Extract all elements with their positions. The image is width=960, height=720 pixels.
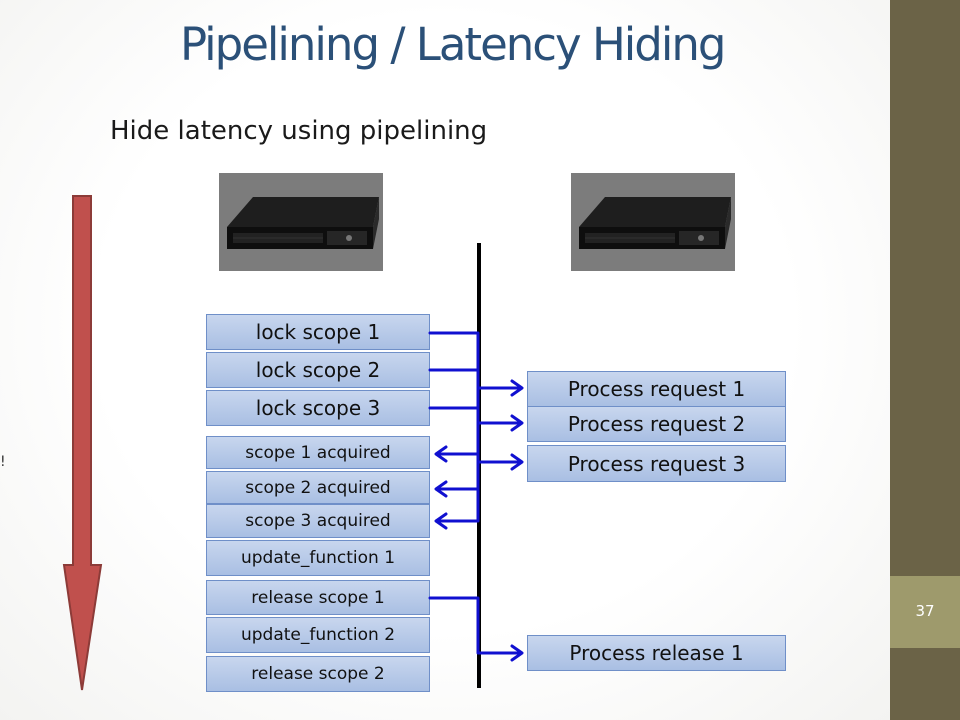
step-lock-scope-2: lock scope 2 (206, 352, 430, 388)
arrow-request-2 (428, 368, 524, 432)
step-release-scope-2: release scope 2 (206, 656, 430, 692)
arrow-request-1 (428, 331, 524, 397)
arrow-release-1 (428, 596, 524, 662)
step-scope-3-acquired: scope 3 acquired (206, 504, 430, 538)
step-release-scope-1: release scope 1 (206, 580, 430, 615)
arrow-ack-1 (434, 418, 480, 463)
page-number-box: 37 (890, 576, 960, 648)
slide-background (0, 0, 890, 720)
step-scope-2-acquired: scope 2 acquired (206, 471, 430, 504)
server-remote-image (571, 173, 735, 271)
time-arrow (62, 195, 103, 691)
step-process-request-3: Process request 3 (527, 445, 786, 482)
page-number: 37 (915, 602, 935, 620)
cut-off-text: ! (0, 454, 6, 470)
slide-title: Pipelining / Latency Hiding (180, 18, 726, 71)
step-process-request-2: Process request 2 (527, 406, 786, 442)
step-scope-1-acquired: scope 1 acquired (206, 436, 430, 469)
arrows-overlay (62, 195, 524, 691)
slide-subtitle: Hide latency using pipelining (110, 116, 488, 146)
step-lock-scope-1: lock scope 1 (206, 314, 430, 350)
rack-server-icon (227, 197, 379, 249)
step-process-release-1: Process release 1 (527, 635, 786, 671)
step-update-function-1: update_function 1 (206, 540, 430, 576)
server-client-image (219, 173, 383, 271)
step-update-function-2: update_function 2 (206, 617, 430, 653)
rack-server-icon (579, 197, 731, 249)
arrow-ack-2 (434, 452, 480, 498)
arrow-ack-3 (434, 487, 480, 530)
step-lock-scope-3: lock scope 3 (206, 390, 430, 426)
